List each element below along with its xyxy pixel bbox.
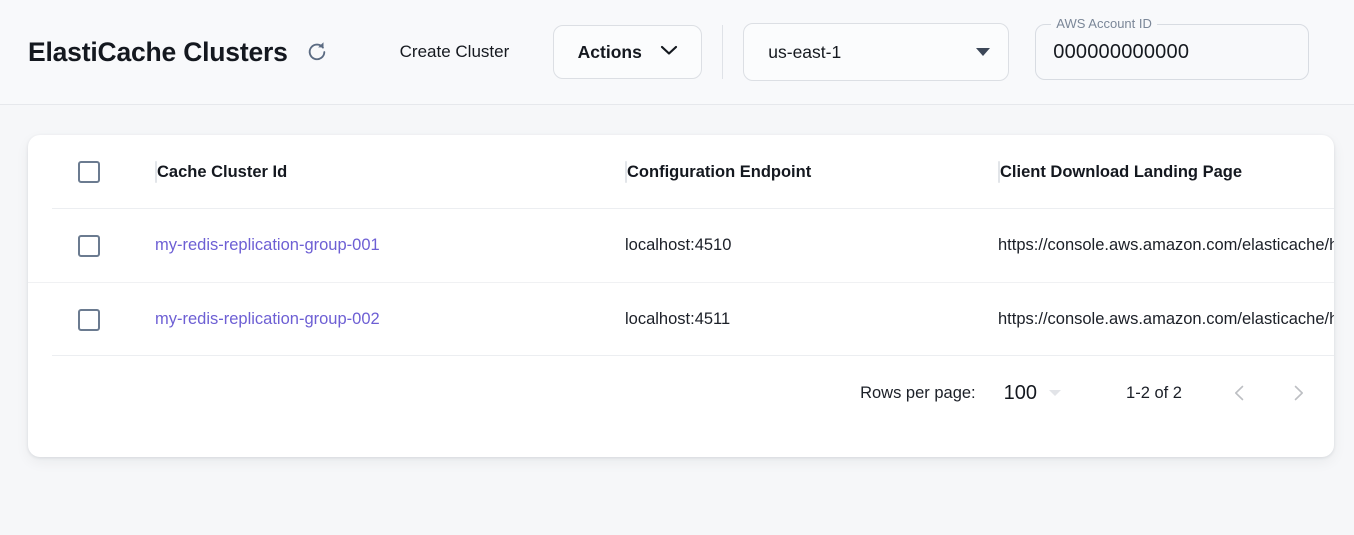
configuration-endpoint-value: localhost:4510: [625, 236, 732, 254]
column-separator-icon: [155, 161, 157, 183]
refresh-button[interactable]: [300, 35, 334, 69]
page-title: ElastiCache Clusters: [28, 36, 288, 67]
aws-account-id-field[interactable]: AWS Account ID 000000000000: [1035, 16, 1310, 80]
pagination-range-label: 1-2 of 2: [1126, 383, 1182, 402]
create-cluster-button[interactable]: Create Cluster: [390, 34, 520, 70]
row-select-cell: [28, 308, 134, 331]
app-header: ElastiCache Clusters Create Cluster Acti…: [0, 0, 1354, 105]
previous-page-button[interactable]: [1222, 375, 1258, 411]
aws-account-id-value: 000000000000: [1053, 40, 1190, 63]
cell-configuration-endpoint: localhost:4511: [604, 310, 977, 329]
region-select-value: us-east-1: [768, 41, 842, 62]
chevron-down-icon: [660, 43, 678, 61]
chevron-down-icon: [1049, 390, 1062, 396]
actions-button-label: Actions: [577, 41, 642, 62]
table-row: my-redis-replication-group-001 localhost…: [28, 209, 1334, 282]
clusters-card: Cache Cluster Id Configuration Endpoint …: [28, 135, 1334, 457]
rows-per-page-value: 100: [1003, 381, 1038, 404]
region-select[interactable]: us-east-1: [743, 23, 1010, 81]
actions-button[interactable]: Actions: [553, 25, 703, 79]
select-all-cell: [28, 161, 134, 183]
select-all-checkbox[interactable]: [78, 161, 100, 183]
table-pagination: Rows per page: 100 1-2 of 2: [28, 356, 1334, 430]
column-header-client-download-landing-page[interactable]: Client Download Landing Page: [977, 161, 1334, 183]
row-select-cell: [28, 234, 134, 257]
table-header-row: Cache Cluster Id Configuration Endpoint …: [28, 135, 1334, 209]
column-separator-icon: [625, 161, 627, 183]
clusters-table: Cache Cluster Id Configuration Endpoint …: [28, 135, 1334, 430]
column-separator-icon: [998, 161, 1000, 183]
cell-client-download-landing-page: https://console.aws.amazon.com/elasticac…: [977, 236, 1334, 255]
column-header-label: Configuration Endpoint: [627, 162, 812, 181]
row-divider: [52, 208, 1334, 209]
cluster-id-link[interactable]: my-redis-replication-group-001: [155, 236, 380, 254]
cell-cache-cluster-id: my-redis-replication-group-001: [134, 236, 604, 255]
header-divider: [722, 25, 724, 79]
table-row: my-redis-replication-group-002 localhost…: [28, 282, 1334, 356]
refresh-icon: [306, 41, 328, 63]
cell-client-download-landing-page: https://console.aws.amazon.com/elasticac…: [977, 310, 1334, 329]
column-header-configuration-endpoint[interactable]: Configuration Endpoint: [604, 161, 977, 183]
cluster-id-link[interactable]: my-redis-replication-group-002: [155, 310, 380, 328]
column-header-label: Cache Cluster Id: [157, 162, 288, 181]
cell-configuration-endpoint: localhost:4510: [604, 236, 977, 255]
next-page-button[interactable]: [1280, 375, 1316, 411]
row-checkbox[interactable]: [78, 234, 100, 257]
cell-cache-cluster-id: my-redis-replication-group-002: [134, 310, 604, 329]
rows-per-page-select[interactable]: 100: [1003, 381, 1062, 405]
dropdown-arrow-icon: [976, 48, 991, 56]
rows-per-page-label: Rows per page:: [860, 383, 976, 402]
landing-page-value: https://console.aws.amazon.com/elasticac…: [998, 236, 1334, 254]
chevron-right-icon: [1289, 384, 1307, 402]
configuration-endpoint-value: localhost:4511: [625, 310, 731, 328]
chevron-left-icon: [1231, 384, 1249, 402]
landing-page-value: https://console.aws.amazon.com/elasticac…: [998, 310, 1334, 328]
row-checkbox[interactable]: [78, 308, 100, 331]
row-divider: [52, 355, 1334, 356]
column-header-cache-cluster-id[interactable]: Cache Cluster Id: [134, 161, 604, 183]
column-header-label: Client Download Landing Page: [1000, 162, 1243, 181]
aws-account-id-label: AWS Account ID: [1051, 16, 1157, 32]
